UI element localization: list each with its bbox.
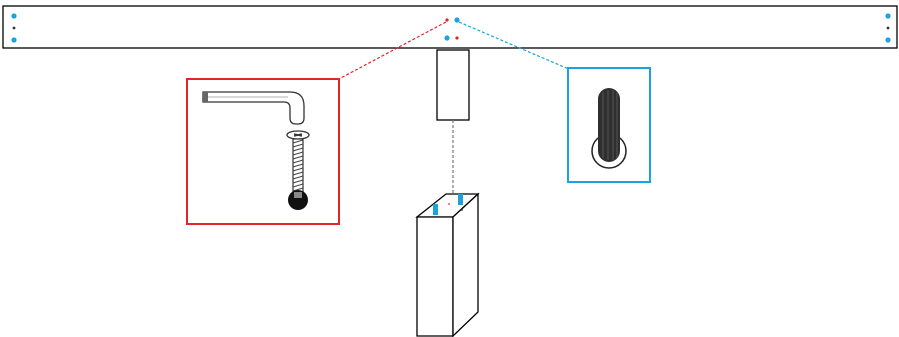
bolt-head-socket xyxy=(293,133,303,137)
dowel-callout xyxy=(567,67,651,183)
tabletop-hole-blue xyxy=(444,35,450,41)
dowel-callout-leader xyxy=(458,21,572,71)
bolt-callout xyxy=(186,78,340,225)
tabletop-hole-blue xyxy=(11,13,17,19)
tabletop-hole-red xyxy=(445,18,449,22)
table-leg xyxy=(415,192,480,337)
leg-dowel-blue xyxy=(433,204,438,215)
leg-hole-dark xyxy=(461,209,463,211)
tabletop-hole-blue xyxy=(885,13,891,19)
bolt xyxy=(286,130,310,210)
leg-top-block xyxy=(436,49,470,121)
bolt-callout-leader xyxy=(336,21,447,81)
tabletop-hole-blue xyxy=(885,37,891,43)
allen-key xyxy=(202,91,305,125)
leg-dowel-blue xyxy=(458,194,463,205)
tabletop-hole-blue xyxy=(454,17,460,23)
tabletop-hole-blue xyxy=(11,37,17,43)
bolt-callout-frame xyxy=(186,78,340,225)
leg-hole-red xyxy=(448,203,450,205)
tabletop-hole-dark xyxy=(12,26,16,30)
leg-connector xyxy=(436,49,470,121)
allen-key-shape xyxy=(202,91,305,125)
tabletop-outline xyxy=(2,5,898,49)
tabletop-hole-red xyxy=(455,36,459,40)
leg-side-face xyxy=(452,192,479,337)
bolt-hole xyxy=(288,190,308,210)
leg-front-face xyxy=(416,216,454,337)
tabletop-panel xyxy=(2,5,898,49)
tabletop-hole-dark xyxy=(886,26,890,30)
